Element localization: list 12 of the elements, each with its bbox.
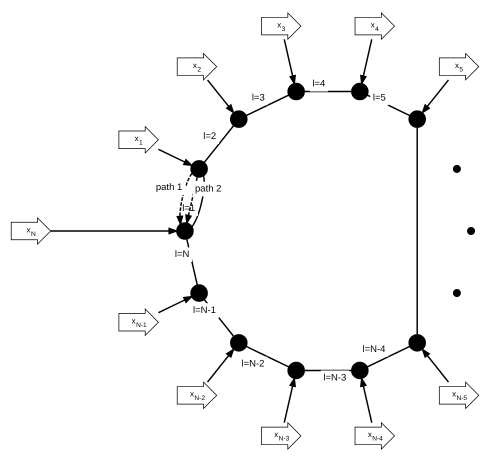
edge-label: path 1	[156, 182, 182, 194]
edge-label: l=1	[182, 203, 196, 214]
edge-label: l=3	[252, 92, 265, 104]
edge-label: l=N	[174, 249, 190, 260]
edge-label: l=5	[372, 92, 386, 104]
edge-label: l=N-3	[323, 372, 346, 384]
edge-label: l=2	[203, 131, 216, 142]
edge-label: l=N-4	[362, 344, 386, 355]
edge-label: l=N-2	[241, 358, 264, 370]
edge-label: l=N-1	[192, 305, 216, 316]
edge-label: l=4	[312, 78, 326, 90]
edge-label: path 2	[195, 184, 222, 195]
